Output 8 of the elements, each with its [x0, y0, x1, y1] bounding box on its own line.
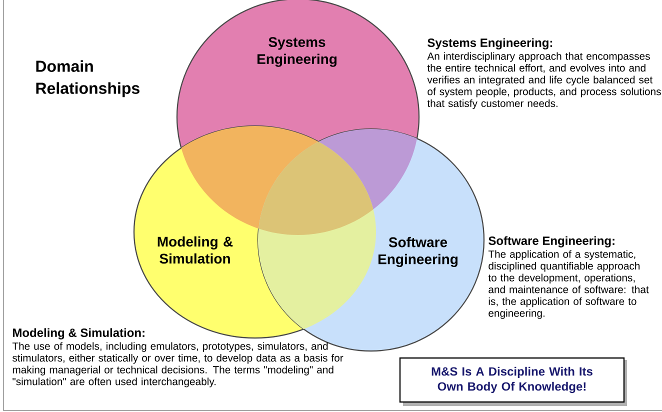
description-heading: Systems Engineering:: [428, 38, 552, 50]
title: Domain Relationships: [36, 60, 140, 98]
description-text: The application of a systematic, disciplined quantifiable approach to the development, operations, and maintenance of software: that is, the application of software to engineering.: [488, 250, 649, 319]
statement-box: M&S Is A Discipline With Its Own Body Of Knowledge!: [399, 357, 625, 403]
description-heading: Software Engineering:: [488, 236, 614, 248]
description-text: The use of models, including emulators, prototypes, simulators, and stimulators, either statically or over time, to develop data as a basis for making managerial or technical decisions. The terms "modeling" and "simulation" are often used interchangeably.: [12, 342, 344, 388]
description-text: An interdisciplinary approach that encompasses the entire technical effort, and evolves into and verifies an integrated and life cycle balanced set of system people, products, and process solutions that satisfy customer needs.: [427, 52, 661, 110]
description-heading: Modeling & Simulation:: [13, 328, 144, 340]
